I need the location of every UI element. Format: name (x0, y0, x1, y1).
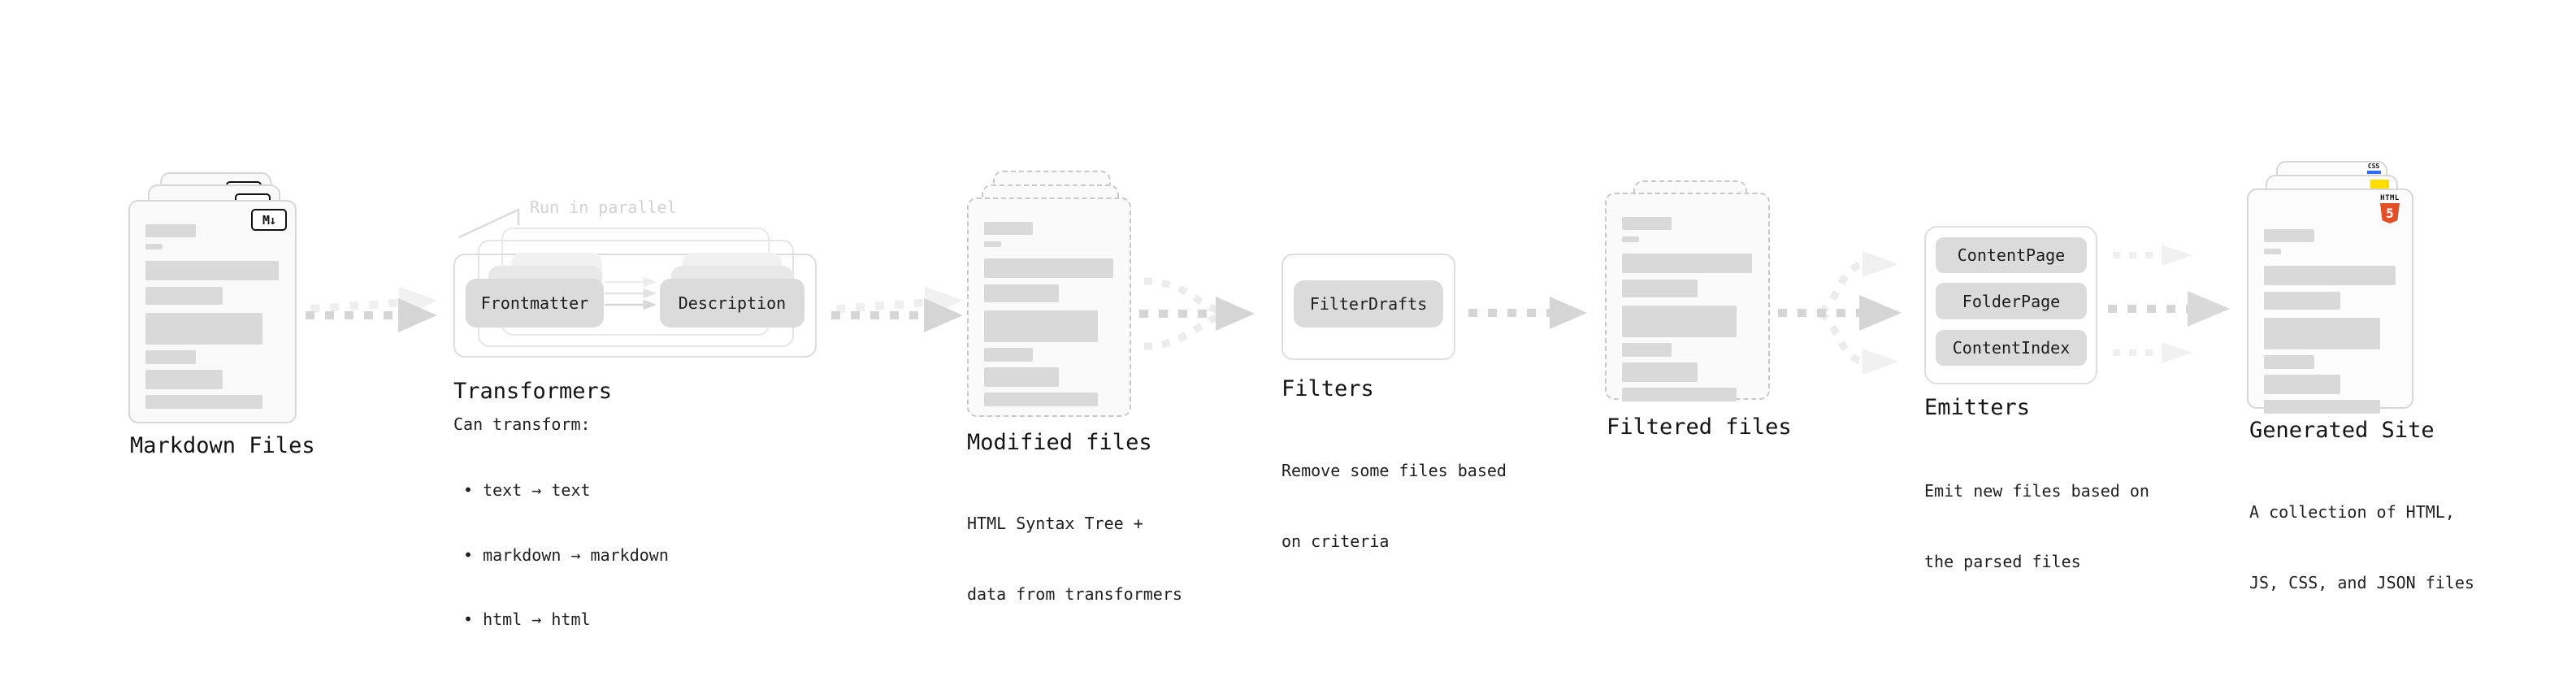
placeholder-bar (1622, 254, 1752, 273)
emitter-pill-folderpage: FolderPage (1936, 283, 2087, 319)
modified-files-desc: HTML Syntax Tree + data from transformer… (967, 465, 1182, 653)
placeholder-bar (2264, 292, 2340, 310)
placeholder-bar (145, 287, 223, 305)
transformer-pill-description: Description (660, 279, 804, 327)
flow-arrow-filtered-to-emitters-diverge (1778, 251, 1902, 375)
placeholder-bar (984, 310, 1098, 342)
html5-icon-word: HTML (2380, 194, 2400, 202)
placeholder-bar (984, 393, 1098, 406)
desc-line: the parsed files (1924, 552, 2081, 571)
placeholder-text-bars (984, 222, 1113, 406)
bullet-item: • text → text (463, 480, 591, 500)
placeholder-bar (1622, 388, 1737, 401)
placeholder-bar (2264, 318, 2380, 349)
html5-icon-shield: 5 (2380, 203, 2400, 223)
placeholder-bar (984, 241, 1001, 247)
filter-pill-filterdrafts: FilterDrafts (1294, 280, 1443, 327)
transformers-heading: Transformers (453, 379, 613, 404)
placeholder-bar (1622, 306, 1737, 337)
placeholder-bar (145, 370, 223, 389)
modified-file-card-front (967, 197, 1131, 417)
placeholder-bar (1622, 280, 1698, 297)
placeholder-bar (145, 224, 197, 237)
emitters-desc: Emit new files based on the parsed files (1924, 432, 2149, 621)
placeholder-text-bars (1622, 217, 1752, 401)
placeholder-bar (984, 348, 1034, 362)
placeholder-bar (1622, 217, 1672, 230)
placeholder-bar (2264, 375, 2340, 394)
placeholder-bar (145, 350, 197, 364)
desc-line: JS, CSS, and JSON files (2249, 573, 2474, 592)
desc-line: A collection of HTML, (2249, 502, 2455, 522)
markdown-files-label: Markdown Files (130, 433, 315, 458)
transformer-pill-frontmatter: Frontmatter (466, 279, 604, 327)
markdown-file-card-front: M↓ (128, 200, 297, 423)
js-icon (2370, 180, 2389, 189)
parallel-transform-arrows (605, 276, 657, 310)
placeholder-bar (1622, 362, 1698, 382)
flow-arrow-modified-to-filters-converge (1139, 277, 1255, 350)
placeholder-bar (984, 258, 1113, 278)
transformers-bullets: • text → text • markdown → markdown • ht… (463, 436, 669, 674)
run-in-parallel-note: Run in parallel (530, 197, 677, 217)
placeholder-bar (1622, 236, 1639, 242)
run-in-parallel-leader-line (458, 208, 520, 239)
markdown-icon: M↓ (251, 209, 287, 231)
placeholder-bar (145, 313, 263, 345)
filtered-file-card-front (1605, 193, 1770, 401)
placeholder-bar (2264, 229, 2314, 242)
desc-line: on criteria (1281, 531, 1390, 551)
css-icon: CSS (2366, 163, 2382, 174)
placeholder-bar (145, 261, 279, 280)
emitter-pill-contentindex: ContentIndex (1936, 330, 2087, 366)
modified-files-label: Modified files (967, 430, 1152, 455)
html5-icon-number: 5 (2386, 206, 2394, 221)
transformers-desc-title: Can transform: (453, 414, 591, 434)
flow-arrow-filters-to-filtered (1468, 297, 1587, 329)
flow-arrows-emitters-to-site (2108, 245, 2230, 363)
emitter-pill-contentpage: ContentPage (1936, 237, 2087, 273)
site-file-card-html: HTML 5 (2247, 189, 2413, 414)
bullet-item: • html → html (463, 609, 591, 629)
placeholder-bar (1622, 343, 1672, 357)
placeholder-bar (2264, 400, 2380, 414)
placeholder-bar (984, 284, 1060, 302)
generated-site-desc: A collection of HTML, JS, CSS, and JSON … (2249, 453, 2474, 642)
filtered-files-label: Filtered files (1607, 414, 1792, 440)
placeholder-bar (984, 222, 1034, 235)
flow-arrow-markdown-to-transformers (306, 286, 437, 332)
placeholder-bar (984, 367, 1060, 387)
emitters-heading: Emitters (1924, 395, 2031, 420)
flow-arrow-transformers-to-modified (831, 286, 963, 332)
bullet-item: • markdown → markdown (463, 544, 669, 565)
placeholder-bar (145, 244, 163, 249)
placeholder-bar (2264, 266, 2396, 285)
css-icon-word: CSS (2367, 163, 2380, 170)
desc-line: Remove some files based (1281, 461, 1507, 480)
placeholder-bar (145, 395, 263, 409)
filters-desc: Remove some files based on criteria (1281, 412, 1507, 601)
html5-icon: HTML 5 (2378, 194, 2402, 223)
filters-heading: Filters (1281, 376, 1374, 401)
desc-line: Emit new files based on (1924, 481, 2149, 501)
css-icon-underline (2366, 171, 2381, 174)
placeholder-bar (2264, 355, 2314, 369)
placeholder-bar (2264, 249, 2282, 254)
placeholder-text-bars (145, 224, 279, 409)
desc-line: HTML Syntax Tree + (967, 514, 1143, 533)
transformer-run-frame-front (453, 254, 817, 358)
generated-site-label: Generated Site (2249, 418, 2435, 443)
desc-line: data from transformers (967, 584, 1182, 604)
placeholder-text-bars (2264, 229, 2396, 414)
